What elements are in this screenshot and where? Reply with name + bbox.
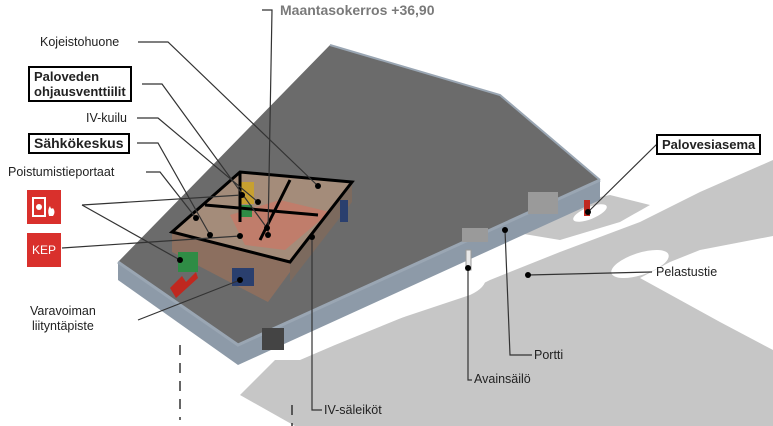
kep-sign-text: KEP — [31, 243, 56, 257]
label-iv-kuilu: IV-kuilu — [86, 111, 127, 125]
dashed-boundary — [179, 345, 293, 426]
label-paloveden-ohjausventtiilit: Paloveden ohjausventtiilit — [28, 66, 132, 102]
label-varavoiman-line1: Varavoiman — [30, 304, 96, 318]
label-iv-saleikot: IV-säleiköt — [324, 403, 382, 417]
label-portti: Portti — [534, 348, 564, 362]
label-varavoiman-line2: liityntäpiste — [31, 319, 94, 333]
fire-hydrant-icon — [584, 200, 590, 216]
label-pelastustie: Pelastustie — [656, 265, 718, 279]
road-network — [240, 160, 773, 426]
leader-lines — [61, 9, 659, 411]
fire-alarm-glyph-icon — [32, 197, 55, 217]
fire-alarm-button-icon — [27, 190, 61, 224]
label-poistumistieportaat: Poistumistieportaat — [8, 165, 115, 179]
label-sahkokeskus: Sähkökeskus — [28, 133, 130, 154]
label-avainsailo: Avainsäilö — [474, 372, 531, 386]
label-paloveden-line1: Paloveden — [34, 69, 100, 84]
floor-title: Maantasokerros +36,90 — [280, 2, 435, 18]
label-kojeistohuone: Kojeistohuone — [40, 35, 120, 49]
label-palovesiasema: Palovesiasema — [656, 134, 762, 155]
label-paloveden-line2: ohjausventtiilit — [34, 84, 126, 99]
leader-dots — [177, 183, 591, 283]
kep-sign-icon: KEP — [27, 233, 61, 267]
label-varavoiman-liityntapiste: Varavoiman liityntäpiste — [30, 304, 96, 334]
